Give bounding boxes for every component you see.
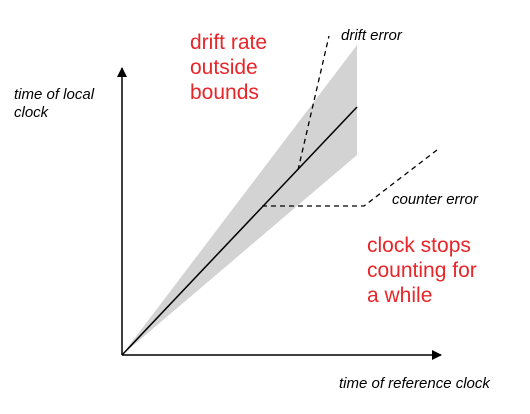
counter-error-label: counter error xyxy=(392,191,479,208)
y-axis-label-line1: time of local xyxy=(14,86,95,103)
counter-error-dashed-line xyxy=(262,149,438,207)
drift-bounds-envelope xyxy=(122,45,357,355)
drift-rate-label-line2: outside xyxy=(190,56,258,79)
drift-rate-label-line3: bounds xyxy=(190,81,259,104)
drift-rate-label-line1: drift rate xyxy=(190,31,267,54)
drift-error-label: drift error xyxy=(341,27,403,44)
x-axis-label: time of reference clock xyxy=(339,375,491,392)
clock-stops-label-line1: clock stops xyxy=(367,234,471,257)
drift-error-dashed-line xyxy=(297,35,330,171)
clock-line xyxy=(121,106,358,356)
y-axis-label-line2: clock xyxy=(14,104,50,121)
clock-stops-label-line2: counting for xyxy=(367,259,477,282)
clock-stops-label-line3: a while xyxy=(367,284,432,307)
